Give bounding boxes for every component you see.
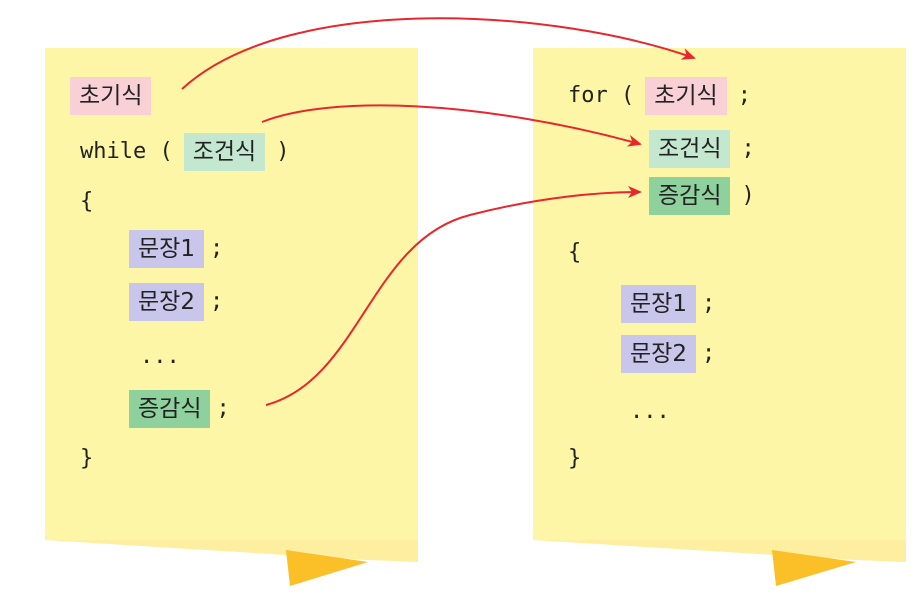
while-incr-expr: 증감식: [129, 390, 211, 428]
for-close-paren: ): [741, 183, 755, 208]
semicolon: ;: [209, 289, 224, 314]
for-close-brace: }: [568, 440, 581, 478]
semicolon: ;: [216, 396, 230, 421]
for-incr-expr: 증감식: [649, 177, 731, 215]
while-incr-line: 증감식 ;: [129, 390, 230, 428]
while-close-brace: }: [80, 440, 93, 478]
while-init-line: 초기식: [70, 77, 152, 115]
for-stmt1-line: 문장1 ;: [621, 285, 715, 323]
for-header-line: for ( 초기식 ;: [568, 77, 751, 115]
open-brace: {: [568, 240, 582, 265]
init-arrow: [181, 17, 696, 90]
for-open-brace: {: [568, 234, 581, 272]
while-close-paren: ): [276, 139, 290, 164]
cond-arrow: [261, 104, 642, 147]
for-init-expr: 초기식: [645, 77, 727, 115]
for-cond-expr: 조건식: [649, 130, 731, 168]
open-brace: {: [80, 189, 94, 214]
while-stmt2: 문장2: [129, 283, 204, 321]
while-keyword: while (: [80, 139, 173, 164]
semicolon: ;: [737, 83, 751, 108]
close-brace: }: [568, 446, 582, 471]
ellipsis: ...: [630, 399, 670, 424]
for-stmt2: 문장2: [621, 335, 696, 373]
for-ellipsis: ...: [630, 393, 670, 431]
semicolon: ;: [741, 136, 755, 161]
semicolon: ;: [701, 341, 716, 366]
while-stmt1: 문장1: [129, 230, 204, 268]
close-brace: }: [80, 446, 94, 471]
for-cond-line: 조건식 ;: [649, 130, 755, 168]
while-ellipsis: ...: [140, 338, 180, 376]
for-stmt1: 문장1: [621, 285, 696, 323]
for-stmt2-line: 문장2 ;: [621, 335, 715, 373]
for-keyword: for (: [568, 83, 635, 108]
incr-arrow: [265, 186, 642, 406]
for-incr-line: 증감식 ): [649, 177, 755, 215]
while-stmt2-line: 문장2 ;: [129, 283, 223, 321]
semicolon: ;: [701, 291, 716, 316]
while-init-expr: 초기식: [70, 77, 152, 115]
while-cond-expr: 조건식: [183, 133, 266, 171]
ellipsis: ...: [140, 344, 180, 369]
semicolon: ;: [209, 236, 224, 261]
while-stmt1-line: 문장1 ;: [129, 230, 223, 268]
while-note-paper: [45, 48, 418, 540]
while-open-brace: {: [80, 183, 93, 221]
while-header-line: while ( 조건식 ): [80, 133, 289, 171]
